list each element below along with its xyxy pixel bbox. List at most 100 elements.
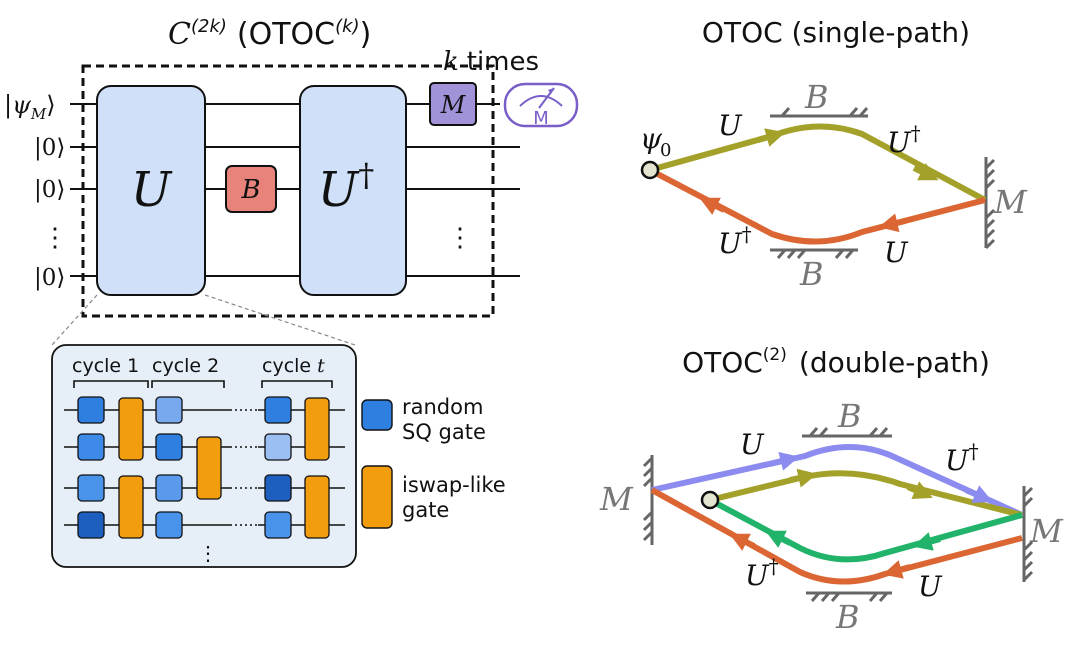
unitary-u-label: U xyxy=(131,162,173,218)
b-mirror-bottom-label: B xyxy=(799,255,824,293)
unitary-udagger-gate xyxy=(299,85,407,296)
sq-gate xyxy=(155,474,183,502)
meter-label: M xyxy=(533,108,549,129)
forward-arrow-2 xyxy=(912,163,939,181)
sq-gate xyxy=(264,396,292,424)
udagger-lower-label: U† xyxy=(718,222,752,260)
single-path-diagram: OTOC (single-path) B B xyxy=(640,16,1028,293)
perturbation-b-label: B xyxy=(240,175,260,205)
output-dots: ⋮ xyxy=(447,223,473,253)
b-mirror-bottom-label: B xyxy=(835,598,860,636)
cycle-2-label: cycle 2 xyxy=(152,355,219,377)
repeat-box xyxy=(81,64,495,318)
measurement-meter-icon: M xyxy=(503,82,579,129)
legend-sq-line1: random xyxy=(402,395,483,419)
blue-arrow-2 xyxy=(964,485,993,503)
u-lower-label: U xyxy=(918,570,943,603)
input-zero-n: |0⟩ xyxy=(34,265,65,291)
iswap-gates xyxy=(118,397,330,539)
sq-gate xyxy=(77,433,105,461)
legend-iswap-swatch xyxy=(361,465,393,529)
m-mirror-left xyxy=(642,455,654,545)
unitary-udagger-label: U† xyxy=(318,156,374,218)
psi0-label: ψ0 xyxy=(640,122,671,161)
m-mirror-right xyxy=(1022,486,1034,582)
b-mirror-bottom xyxy=(770,248,858,259)
backward-arrow-1 xyxy=(878,213,906,233)
iswap-gate xyxy=(304,397,330,461)
green-arrow-1 xyxy=(912,532,941,551)
gate-legend: random SQ gate iswap-like gate xyxy=(361,395,506,529)
legend-iswap-line2: gate xyxy=(402,498,449,522)
sq-gates xyxy=(77,396,292,539)
cycle-1-label: cycle 1 xyxy=(72,355,139,377)
double-path-title: OTOC(2)(double-path) xyxy=(682,345,990,379)
single-path-title: OTOC (single-path) xyxy=(702,16,970,49)
forward-arrow-1 xyxy=(757,128,786,147)
input-zero-1: |0⟩ xyxy=(34,135,65,161)
legend-sq-swatch xyxy=(361,399,393,431)
sq-gate xyxy=(77,396,105,424)
circuit-title: C(2k)(OTOC(k)) xyxy=(168,16,371,52)
sq-gate xyxy=(155,511,183,539)
green-arrow-2 xyxy=(765,530,792,548)
input-psi-label: |ψM⟩ xyxy=(4,91,56,123)
udagger-upper-label: U† xyxy=(945,439,979,477)
zoom-guide-left xyxy=(51,294,98,346)
orange-path xyxy=(650,487,1023,585)
b-mirror-top xyxy=(770,107,869,118)
forward-path xyxy=(649,123,987,203)
m-mirror-left-label: M xyxy=(599,480,634,518)
unitary-u-gate xyxy=(96,85,206,296)
orange-arrow-1 xyxy=(882,560,911,579)
inset-vdots: ⋮ xyxy=(198,541,218,565)
backward-arrow-2 xyxy=(699,197,726,215)
input-dots: ⋮ xyxy=(42,223,68,253)
iswap-gate xyxy=(304,475,330,539)
butterfly-m-gate xyxy=(429,82,477,126)
udagger-lower-label: U† xyxy=(745,554,779,592)
sq-gate xyxy=(77,474,105,502)
m-mirror-right-label: M xyxy=(1029,512,1064,550)
b-mirror-top-label: B xyxy=(804,78,829,116)
legend-sq-line2: SQ gate xyxy=(402,420,486,444)
sq-gate xyxy=(155,433,183,461)
m-mirror-label: M xyxy=(993,183,1028,221)
iswap-gate xyxy=(118,397,144,461)
butterfly-m-label: M xyxy=(440,91,467,119)
psi0-node xyxy=(700,490,720,510)
double-path-diagram: OTOC(2)(double-path) B B xyxy=(599,345,1064,636)
m-mirror xyxy=(984,157,996,250)
zoom-guide-right xyxy=(204,294,356,346)
b-mirror-bottom xyxy=(806,591,892,602)
olive-arrow-2 xyxy=(906,481,933,499)
sq-gate xyxy=(155,396,183,424)
blue-path xyxy=(651,444,1024,518)
olive-arrow-1 xyxy=(789,468,818,488)
green-path xyxy=(708,497,1023,563)
b-mirror-top xyxy=(802,427,892,438)
iswap-gate xyxy=(196,436,222,500)
udagger-upper-label: U† xyxy=(887,121,921,159)
b-mirror-top-label: B xyxy=(837,397,862,435)
sq-gate xyxy=(264,433,292,461)
sq-gate xyxy=(264,511,292,539)
input-zero-2: |0⟩ xyxy=(34,177,65,203)
psi0-node xyxy=(640,160,660,180)
perturbation-b-gate xyxy=(225,165,277,213)
iswap-gate xyxy=(118,475,144,539)
sq-gate xyxy=(264,474,292,502)
u-upper-label: U xyxy=(740,428,765,461)
legend-iswap-line1: iswap-like xyxy=(402,473,506,497)
cycle-t-bracket xyxy=(261,380,333,388)
orange-arrow-2 xyxy=(729,533,756,551)
backward-path xyxy=(648,167,986,245)
cycle-1-bracket xyxy=(73,380,149,388)
cycle-2-bracket xyxy=(151,380,225,388)
blue-arrow-1 xyxy=(769,452,800,471)
sq-gate xyxy=(77,511,105,539)
